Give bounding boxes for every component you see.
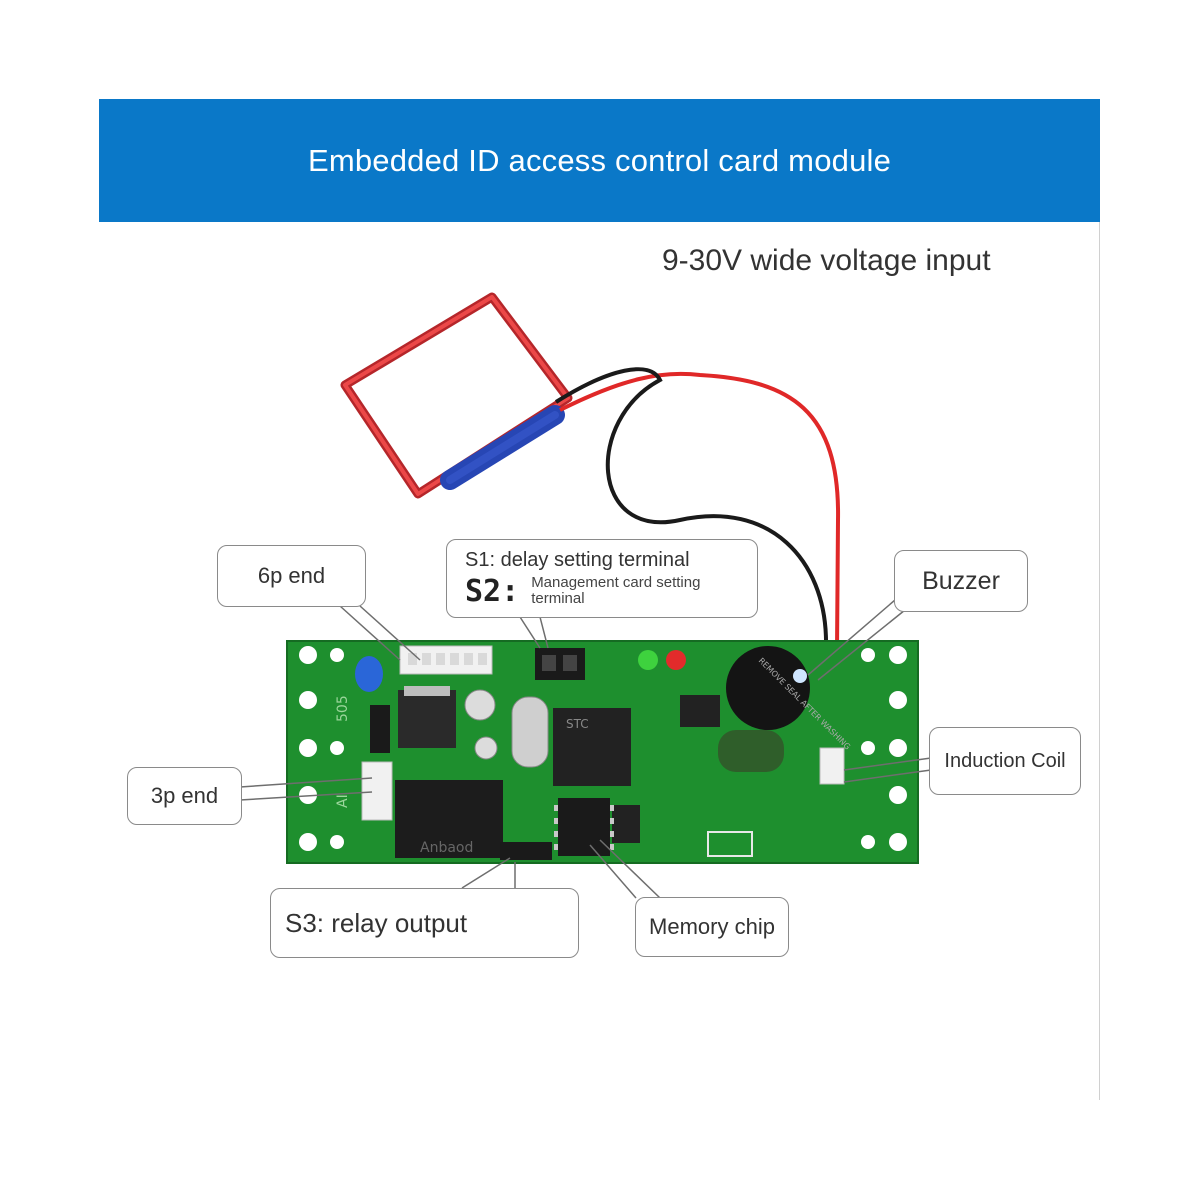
coil-wires (554, 367, 841, 781)
red-led (666, 650, 686, 670)
connector-3p (361, 761, 393, 821)
silk-505: 505 (335, 695, 351, 722)
callout-buzzer: Buzzer (894, 550, 1028, 612)
mcu-chip (553, 708, 631, 786)
relay (395, 780, 503, 858)
crystal-oscillator (511, 696, 549, 768)
callout-s2-text: Management card setting terminal (531, 574, 701, 607)
callout-3p-end-label: 3p end (150, 783, 219, 808)
callout-3p-end: 3p end (127, 767, 242, 825)
callout-induction-coil: Induction Coil (929, 727, 1081, 795)
induction-coil-antenna (340, 292, 573, 499)
electrolytic-capacitor (464, 689, 496, 721)
callout-6p-end-label: 6p end (257, 563, 326, 588)
callout-6p-end: 6p end (217, 545, 366, 607)
callout-buzzer-label: Buzzer (922, 566, 1000, 595)
title-banner: Embedded ID access control card module (99, 99, 1100, 222)
callout-s1-label: S1: delay setting terminal (465, 548, 690, 571)
buzzer-component (726, 646, 810, 730)
callout-induction-coil-label: Induction Coil (944, 749, 1066, 772)
callout-s2-code: S2: (465, 573, 520, 609)
callout-memory-chip: Memory chip (635, 897, 789, 957)
coil-capacitor (718, 730, 784, 772)
callout-s3-label: S3: relay output (285, 907, 468, 938)
frame-rule (1099, 222, 1100, 1100)
memory-chip (558, 798, 610, 856)
silk-ai: AI (335, 794, 351, 808)
callout-memory-chip-label: Memory chip (649, 914, 775, 939)
voltage-regulator (398, 690, 456, 748)
callout-s2-row: S2: Management card setting terminal (465, 574, 731, 609)
callout-leaders (239, 599, 932, 899)
callout-s1-s2: S1: delay setting terminal S2: Managemen… (446, 539, 758, 618)
connector-coil (819, 747, 845, 785)
mcu-print: STC (566, 717, 589, 731)
jumper-s3 (500, 842, 552, 860)
pcb-board: STC Anbaod REMOVE SEAL AFTER WASHING 505… (286, 640, 919, 864)
mounting-holes (299, 646, 907, 851)
callout-s3: S3: relay output (270, 888, 579, 958)
blue-capacitor (355, 656, 383, 692)
page-title: Embedded ID access control card module (307, 142, 892, 178)
green-led (638, 650, 658, 670)
voltage-subtitle: 9-30V wide voltage input (662, 244, 991, 277)
relay-brand: Anbaod (420, 840, 473, 856)
